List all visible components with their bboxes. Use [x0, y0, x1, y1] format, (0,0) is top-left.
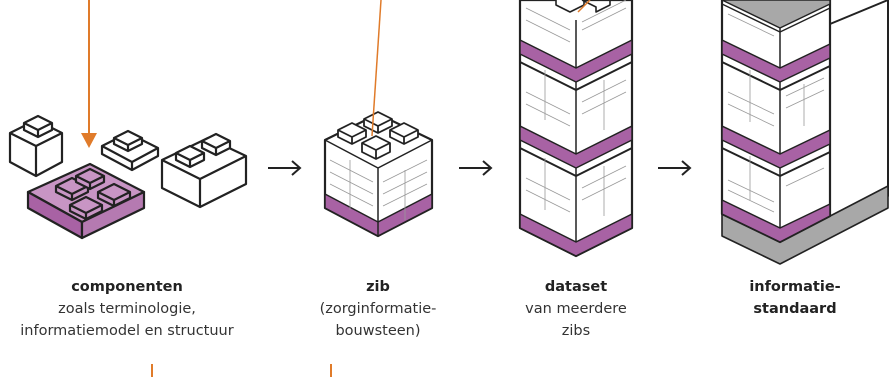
- right-arrow-icon: [658, 160, 692, 176]
- callout-arrow-down: [81, 0, 97, 148]
- standard-tower-illustration: [720, 0, 889, 265]
- stage-title: zib: [366, 279, 390, 295]
- dataset-tower-illustration: [518, 0, 634, 258]
- label-dataset: dataset van meerdere zibs: [500, 276, 652, 342]
- stage-description-line: informatiemodel en structuur: [20, 323, 234, 339]
- stage-description-line: zibs: [561, 323, 591, 339]
- label-componenten: componenten zoals terminologie, informat…: [2, 276, 252, 342]
- stage-title-line: standaard: [753, 301, 837, 317]
- white-brick-flat: [100, 129, 160, 172]
- stage-description-line: zoals terminologie,: [58, 301, 196, 317]
- right-arrow-icon: [459, 160, 493, 176]
- right-arrow-icon: [268, 160, 302, 176]
- stage-title: componenten: [71, 279, 183, 295]
- purple-base-plate: [26, 162, 146, 240]
- callout-line-dataset: [577, 0, 591, 13]
- label-informatiestandaard: informatie- standaard: [730, 276, 860, 320]
- stage-description-line: bouwsteen): [335, 323, 421, 339]
- stage-title: dataset: [544, 279, 608, 295]
- white-brick-long: [160, 132, 248, 209]
- zib-block-illustration: [323, 111, 434, 238]
- callout-line-zib: [371, 0, 382, 137]
- components-illustration: [8, 114, 248, 240]
- white-brick-small: [8, 114, 64, 178]
- stage-title-line: informatie-: [749, 279, 841, 295]
- stage-description-line: van meerdere: [525, 301, 627, 317]
- stage-description-line: (zorginformatie-: [319, 301, 437, 317]
- label-zib: zib (zorginformatie- bouwsteen): [300, 276, 456, 342]
